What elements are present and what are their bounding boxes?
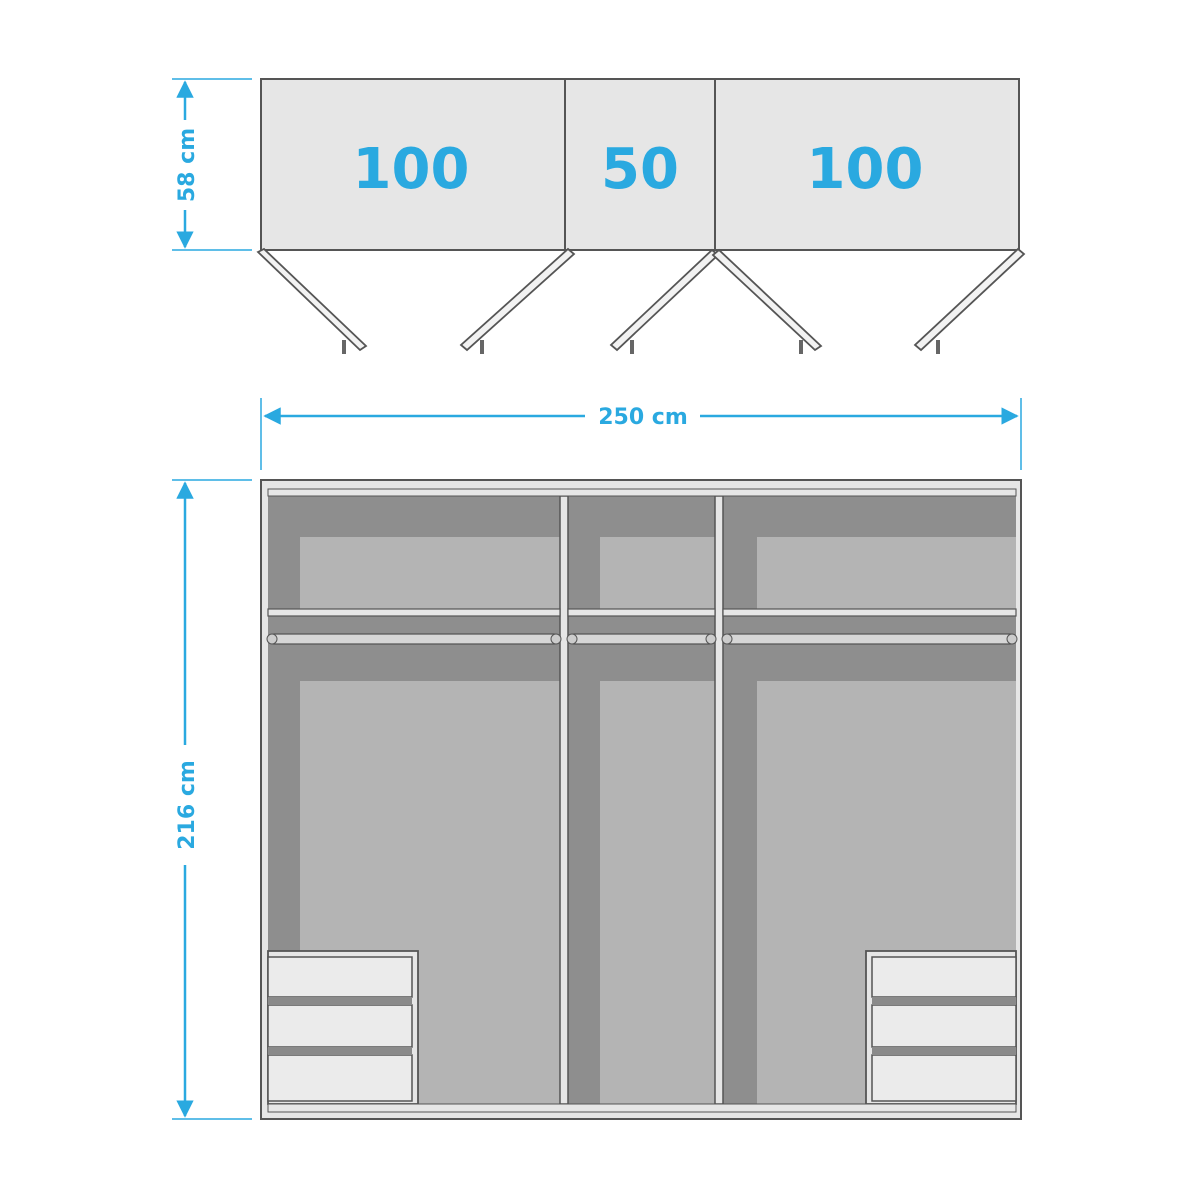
top-panel — [267, 488, 1017, 497]
rail-bracket-icon — [705, 633, 717, 645]
drawer-gap — [872, 997, 1016, 1005]
rail-bracket-icon — [550, 633, 562, 645]
shelf-3 — [722, 608, 1017, 617]
drawer-unit-right — [865, 950, 1017, 1105]
back-panel-lower-2 — [600, 681, 715, 1104]
door-handle-icon — [630, 340, 634, 354]
bottom-panel — [267, 1103, 1017, 1113]
hanging-rail-3 — [724, 633, 1015, 645]
door-handle-icon — [936, 340, 940, 354]
back-panel-upper-1 — [300, 537, 560, 609]
width-label: 250 cm — [598, 405, 688, 430]
drawer — [267, 956, 413, 998]
back-panel-upper-3 — [757, 537, 1016, 609]
drawer-gap — [268, 997, 412, 1005]
width-dimension: 250 cm — [260, 398, 1022, 470]
door-handle-icon — [799, 340, 803, 354]
top-section-3 — [714, 78, 1020, 251]
door-leaf-4 — [711, 248, 823, 352]
top-view: 58 cm 100 50 100 — [172, 78, 1026, 354]
rail-bracket-icon — [721, 633, 733, 645]
divider-2 — [714, 495, 724, 1105]
door-leaf-1 — [256, 247, 368, 352]
door-handle-icon — [480, 340, 484, 354]
divider-1 — [559, 495, 569, 1105]
back-panel-upper-2 — [600, 537, 715, 609]
rail-bracket-icon — [566, 633, 578, 645]
drawer-unit-left — [267, 950, 419, 1105]
top-section-1 — [260, 78, 566, 251]
open-doors — [256, 247, 1026, 352]
hanging-rail-1 — [269, 633, 559, 645]
drawer-gap — [872, 1047, 1016, 1055]
door-leaf-3 — [609, 248, 720, 352]
door-handles — [342, 340, 940, 354]
section-width-label-3: 100 — [807, 137, 924, 202]
door-handle-icon — [342, 340, 346, 354]
drawer — [267, 1054, 413, 1102]
drawer — [871, 956, 1017, 998]
height-label: 216 cm — [175, 760, 200, 850]
hanging-rails — [266, 633, 1018, 645]
shelf-1 — [267, 608, 561, 617]
height-dimension: 216 cm — [172, 479, 252, 1120]
hanging-rail-2 — [569, 633, 714, 645]
drawer — [871, 1004, 1017, 1048]
door-leaf-2 — [459, 247, 576, 352]
door-leaf-5 — [913, 247, 1026, 352]
shelf-2 — [567, 608, 716, 617]
section-width-label-2: 50 — [601, 137, 679, 202]
rail-bracket-icon — [266, 633, 278, 645]
drawer-gap — [268, 1047, 412, 1055]
rail-bracket-icon — [1006, 633, 1018, 645]
drawer — [267, 1004, 413, 1048]
drawer — [871, 1054, 1017, 1102]
top-section-2 — [564, 78, 716, 251]
section-width-label-1: 100 — [353, 137, 470, 202]
front-view — [260, 479, 1022, 1120]
depth-label: 58 cm — [175, 128, 200, 202]
